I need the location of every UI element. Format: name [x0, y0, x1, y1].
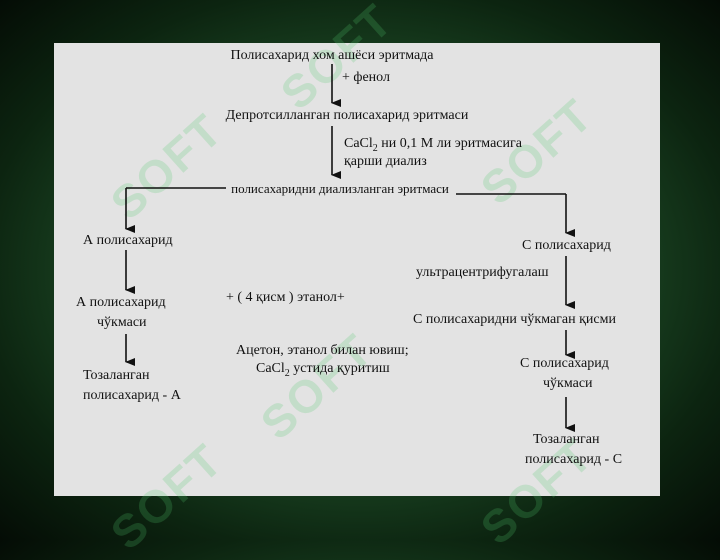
reagent-dialysis-line2: қарши диализ [344, 154, 427, 169]
reagent-phenol: + фенол [342, 70, 390, 85]
step-dialyzed-solution: полисахаридни диализланган эритмаси [231, 181, 449, 196]
slide-panel [54, 43, 660, 496]
step-non-precipitated-c: С полисахаридни чўкмаган қисми [413, 312, 616, 327]
step-purified-c-line1: Тозаланган [533, 432, 600, 447]
reagent-wash-line2: CaCl2 устида қуритиш [256, 361, 390, 379]
reagent-wash-line1: Ацетон, этанол билан ювиш; [236, 343, 409, 358]
step-polysaccharide-c: С полисахарид [522, 238, 611, 253]
flow-connectors [125, 64, 575, 432]
reagent-dialysis-line1: CaCl2 ни 0,1 М ли эритмасига [344, 136, 522, 154]
step-purified-a-line2: полисахарид - А [83, 388, 181, 403]
reagent-ethanol: + ( 4 қисм ) этанол+ [226, 290, 345, 305]
step-polysaccharide-a: А полисахарид [83, 233, 173, 248]
step-precipitate-a-line1: А полисахарид [76, 295, 166, 310]
step-raw-solution: Полисахарид хом ашёси эритмада [230, 48, 434, 63]
step-deproteinized-solution: Депротсилланган полисахарид эритмаси [225, 108, 469, 123]
step-precipitate-c-line2: чўкмаси [543, 376, 593, 391]
reagent-ultracentrifugation: ультрацентрифугалаш [416, 265, 549, 280]
step-purified-c-line2: полисахарид - С [525, 452, 623, 467]
step-precipitate-a-line2: чўкмаси [97, 315, 147, 330]
step-precipitate-c-line1: С полисахарид [520, 356, 609, 371]
step-purified-a-line1: Тозаланган [83, 368, 150, 383]
